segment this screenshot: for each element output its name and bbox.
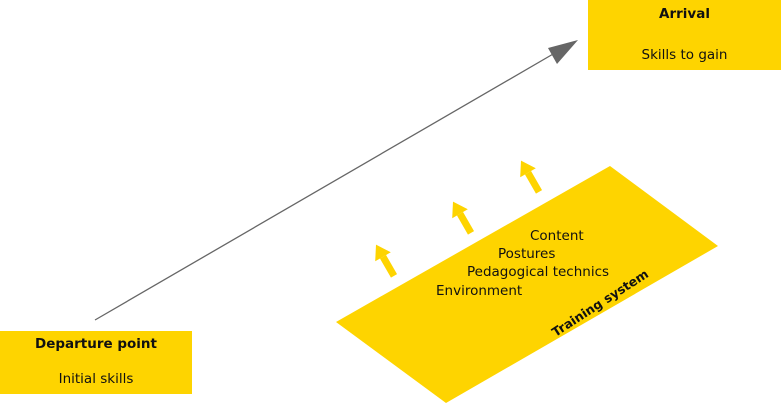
departure-title: Departure point — [34, 336, 157, 352]
training-item-content: Content — [530, 228, 584, 244]
arrival-title: Arrival — [659, 6, 710, 22]
arrival-box: Arrival Skills to gain — [588, 0, 781, 70]
departure-subtitle: Initial skills — [58, 371, 134, 387]
training-item-environment: Environment — [436, 283, 523, 299]
up-arrow-icon — [375, 244, 398, 278]
training-item-postures: Postures — [498, 246, 556, 262]
training-system-plane — [336, 166, 718, 403]
arrival-subtitle: Skills to gain — [641, 47, 728, 63]
training-item-pedagogical-technics: Pedagogical technics — [467, 264, 610, 280]
up-arrow-icon — [452, 201, 475, 235]
progress-arrow — [94, 40, 578, 321]
departure-box: Departure point Initial skills — [0, 331, 192, 394]
up-arrow-icon — [520, 160, 543, 194]
